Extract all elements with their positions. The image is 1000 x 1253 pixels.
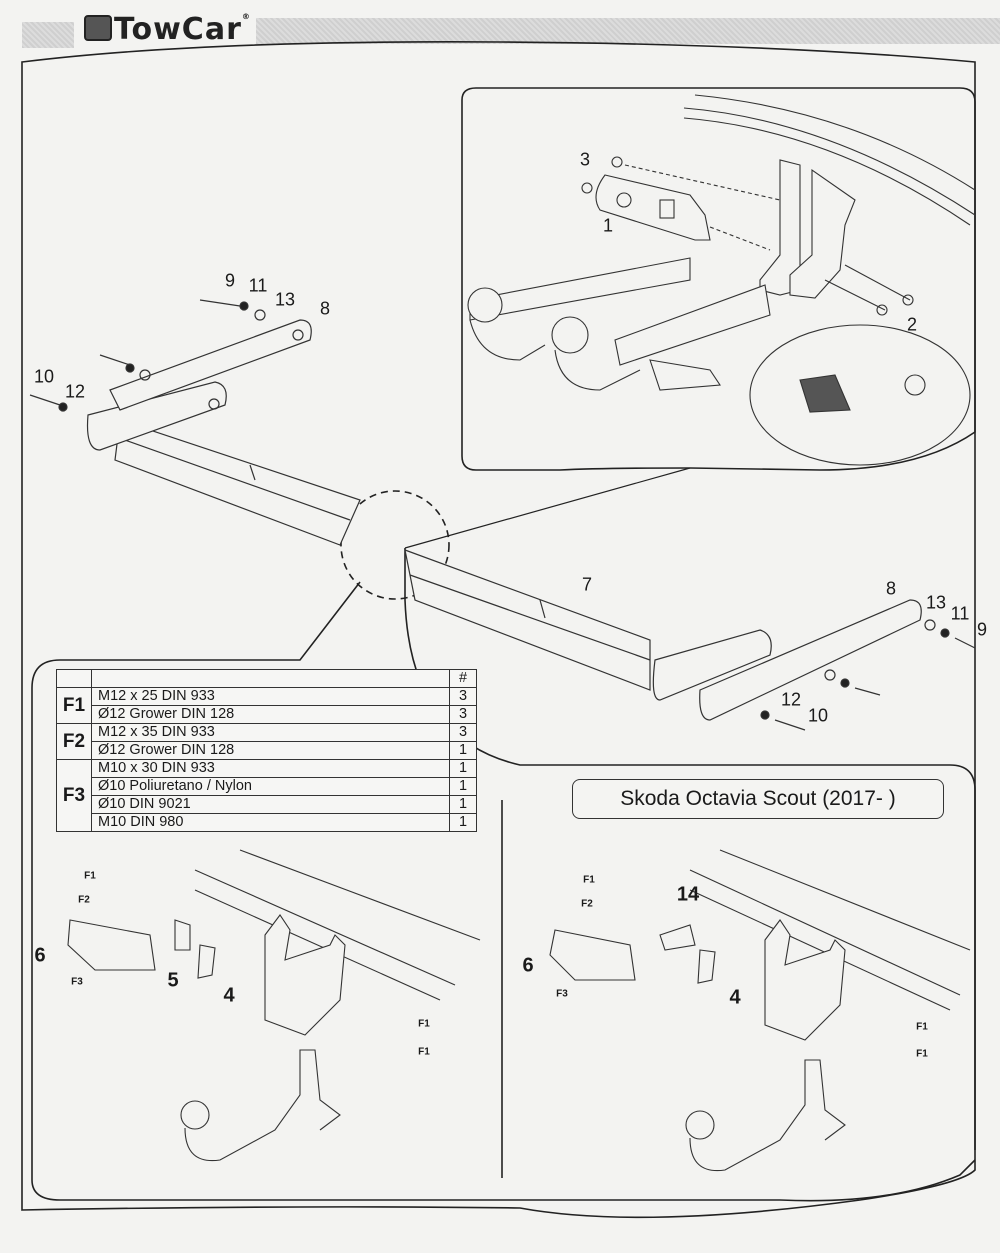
- table-row: Ø12 Grower DIN 128 3: [57, 705, 477, 724]
- callout-f1: F1: [418, 1018, 430, 1030]
- part-description: M10 DIN 980: [91, 813, 450, 832]
- brand-logo: TowCar®: [84, 12, 251, 47]
- model-title: Skoda Octavia Scout (2017- ): [572, 779, 944, 819]
- part-description: M12 x 25 DIN 933: [91, 687, 450, 706]
- callout-12-left: 12: [64, 381, 86, 402]
- callout-13-right: 13: [925, 592, 947, 613]
- bottom-right-drawing: [549, 849, 971, 1172]
- part-qty: 3: [449, 705, 477, 724]
- qty-header: #: [449, 669, 477, 688]
- part-qty: 3: [449, 723, 477, 742]
- top-panel-frame: [461, 87, 976, 471]
- callout-11-right: 11: [950, 603, 970, 624]
- table-row: F3 M10 x 30 DIN 933 1: [56, 759, 477, 832]
- header-band-left: [22, 22, 74, 48]
- callout-14: 14: [676, 883, 700, 906]
- callout-5: 5: [167, 969, 179, 992]
- callout-leader-bottom-right: [404, 548, 976, 1150]
- crossbar-drawing: [29, 299, 976, 731]
- bottom-left-drawing: [67, 849, 481, 1162]
- callout-8-right: 8: [885, 578, 897, 599]
- group-code-f1: F1: [56, 687, 92, 724]
- part-qty: 1: [449, 795, 477, 814]
- table-row: Ø10 Poliuretano / Nylon 1: [57, 777, 477, 796]
- callout-leader-top: [404, 467, 691, 549]
- callout-6: 6: [522, 954, 534, 977]
- callout-7: 7: [581, 574, 593, 595]
- callout-12-right: 12: [780, 689, 802, 710]
- callout-6: 6: [34, 944, 46, 967]
- table-row: F2 M12 x 35 DIN 933 3: [56, 723, 477, 760]
- callout-f3: F3: [71, 976, 83, 988]
- callout-3: 3: [579, 149, 591, 170]
- part-description: M10 x 30 DIN 933: [91, 759, 450, 778]
- callout-f1: F1: [583, 874, 595, 886]
- callout-1: 1: [602, 215, 614, 236]
- brand-name: TowCar: [114, 12, 242, 47]
- callout-f1: F1: [916, 1048, 928, 1060]
- part-description: Ø12 Grower DIN 128: [91, 705, 450, 724]
- group-code-f2: F2: [56, 723, 92, 760]
- table-row: Ø10 DIN 9021 1: [57, 795, 477, 814]
- callout-leader-bottom-left: [31, 581, 976, 1202]
- top-panel-drawing: [467, 94, 976, 466]
- callout-11-left: 11: [248, 275, 268, 296]
- table-header-row: #: [56, 669, 477, 688]
- magnify-circle: [340, 490, 450, 600]
- callout-13-left: 13: [274, 289, 296, 310]
- callout-8-left: 8: [319, 298, 331, 319]
- callout-f2: F2: [581, 898, 593, 910]
- callout-f1: F1: [916, 1021, 928, 1033]
- parts-table: # F1 M12 x 25 DIN 933 3 Ø12 Grower DIN 1…: [56, 669, 477, 832]
- part-qty: 1: [449, 813, 477, 832]
- logo-mark-icon: [84, 15, 112, 41]
- callout-10-right: 10: [807, 705, 829, 726]
- callout-9-left: 9: [224, 270, 236, 291]
- group-code-f3: F3: [56, 759, 92, 832]
- part-qty: 3: [449, 687, 477, 706]
- part-description: M12 x 35 DIN 933: [91, 723, 450, 742]
- table-row: F1 M12 x 25 DIN 933 3: [56, 687, 477, 724]
- part-description: Ø10 Poliuretano / Nylon: [91, 777, 450, 796]
- callout-2: 2: [906, 314, 918, 335]
- trademark: ®: [241, 12, 251, 21]
- callout-4: 4: [729, 986, 741, 1009]
- part-qty: 1: [449, 759, 477, 778]
- part-description: Ø12 Grower DIN 128: [91, 741, 450, 760]
- callout-4: 4: [223, 984, 235, 1007]
- callout-f1: F1: [418, 1046, 430, 1058]
- callout-f1: F1: [84, 870, 96, 882]
- callout-f2: F2: [78, 894, 90, 906]
- header-band-right: [256, 18, 1000, 44]
- table-row: M10 DIN 980 1: [57, 813, 477, 832]
- table-row: Ø12 Grower DIN 128 1: [57, 741, 477, 760]
- part-qty: 1: [449, 777, 477, 796]
- part-qty: 1: [449, 741, 477, 760]
- part-description: Ø10 DIN 9021: [91, 795, 450, 814]
- callout-9-right: 9: [976, 619, 988, 640]
- callout-10-left: 10: [33, 366, 55, 387]
- page-frame: [21, 41, 976, 1219]
- callout-f3: F3: [556, 988, 568, 1000]
